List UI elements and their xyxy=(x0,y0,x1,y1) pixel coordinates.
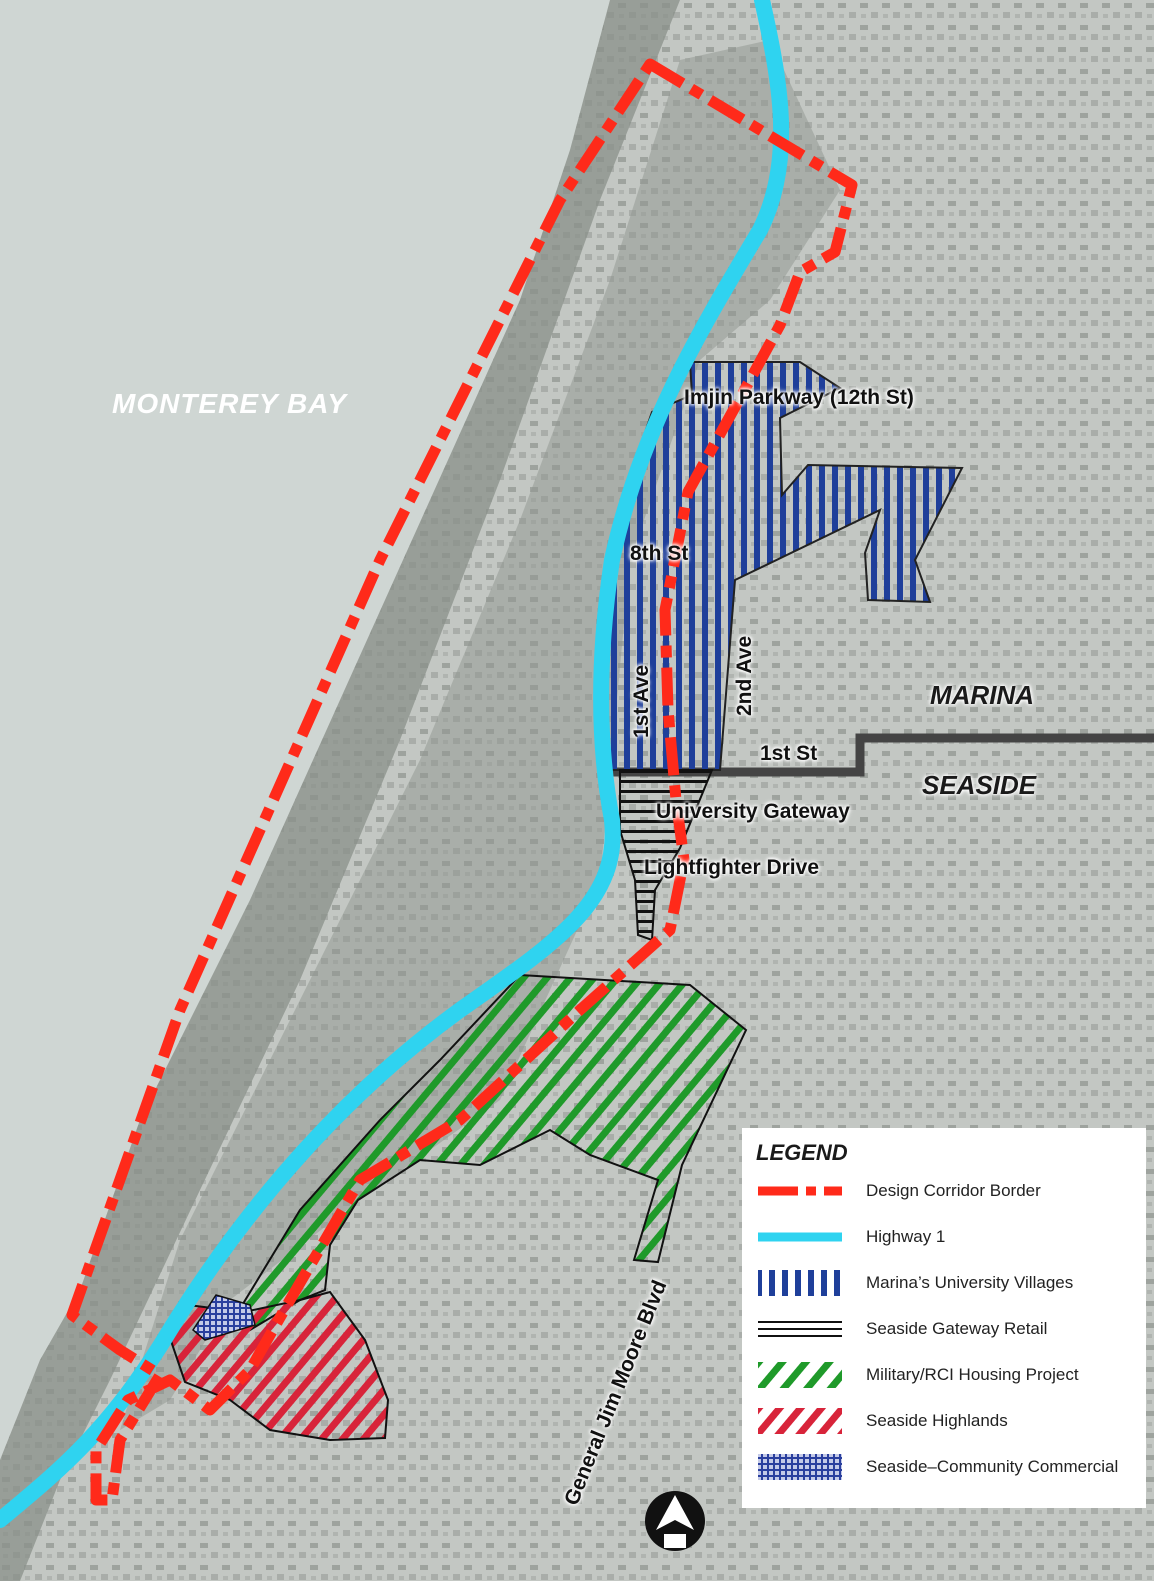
dash-dot-line-icon xyxy=(758,1186,842,1196)
legend-label: Marina’s University Villages xyxy=(866,1273,1074,1292)
legend-panel: LEGEND Design Corridor Border Highway 1 … xyxy=(742,1128,1146,1508)
marina-label: MARINA xyxy=(930,680,1034,710)
street-label-lightfighter: Lightfighter Drive xyxy=(644,856,820,879)
horizontal-hatch-icon xyxy=(758,1321,842,1337)
legend-title: LEGEND xyxy=(756,1140,848,1165)
street-label-1st-ave: 1st Ave xyxy=(630,664,653,738)
zone-military-housing xyxy=(236,973,748,1332)
legend-item-community-commercial: Seaside–Community Commercial xyxy=(756,1450,1136,1484)
highway-1 xyxy=(0,0,790,1528)
monterey-bay-label: MONTEREY BAY xyxy=(112,388,347,419)
legend-label: Seaside Gateway Retail xyxy=(866,1319,1048,1338)
zone-community-commercial xyxy=(192,1294,256,1341)
diagonal-hatch-icon xyxy=(758,1362,842,1388)
legend-label: Seaside–Community Commercial xyxy=(866,1457,1119,1476)
legend-item-highway: Highway 1 xyxy=(756,1220,1136,1254)
grid-hatch-icon xyxy=(758,1454,842,1480)
dune-strip xyxy=(0,0,680,1581)
legend-item-seaside-highlands: Seaside Highlands xyxy=(756,1404,1136,1438)
legend-label: Design Corridor Border xyxy=(866,1181,1041,1200)
legend-label: Highway 1 xyxy=(866,1227,946,1246)
legend-item-military-housing: Military/RCI Housing Project xyxy=(756,1358,1136,1392)
seaside-label: SEASIDE xyxy=(922,770,1037,800)
solid-line-icon xyxy=(758,1232,842,1242)
legend-label: Seaside Highlands xyxy=(866,1411,1008,1430)
street-label-2nd-ave: 2nd Ave xyxy=(733,635,756,716)
street-label-university-gateway: University Gateway xyxy=(656,800,850,823)
legend-item-gateway-retail: Seaside Gateway Retail xyxy=(756,1312,1136,1346)
street-label-imjin: Imjin Parkway (12th St) xyxy=(684,386,914,409)
legend-item-corridor-border: Design Corridor Border xyxy=(756,1174,1136,1208)
diagonal-hatch-icon xyxy=(758,1408,842,1434)
legend-label: Military/RCI Housing Project xyxy=(866,1365,1079,1384)
street-label-8th-st: 8th St xyxy=(630,542,689,565)
marina-seaside-boundary xyxy=(612,733,1154,777)
open-space xyxy=(120,40,840,1430)
legend-item-university-villages: Marina’s University Villages xyxy=(756,1266,1136,1300)
street-label-1st-st: 1st St xyxy=(760,742,818,765)
vertical-hatch-icon xyxy=(758,1270,842,1296)
design-corridor-border xyxy=(66,58,858,1506)
north-arrow-icon xyxy=(645,1491,705,1551)
